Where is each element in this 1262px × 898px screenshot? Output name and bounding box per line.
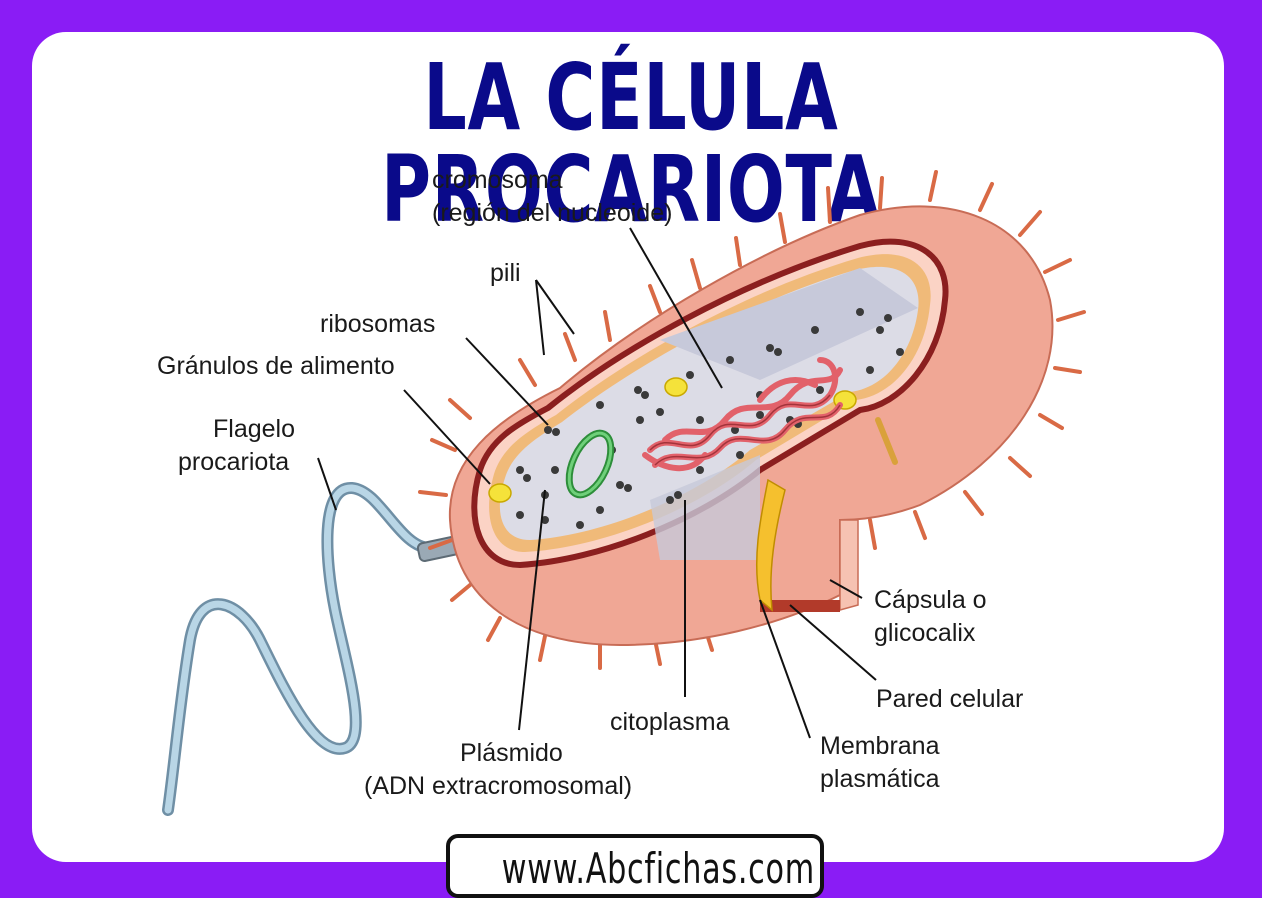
ribosomes	[516, 308, 904, 529]
pointer-lines	[317, 227, 877, 739]
page-title: LA CÉLULA PROCARIOTA	[381, 44, 881, 243]
chromosome-outline	[649, 394, 841, 466]
label-ribosomas: ribosomas	[320, 310, 436, 338]
website-footer: www.Abcfichas.com	[446, 834, 824, 898]
label-glicocalix: glicocalix	[874, 619, 976, 647]
label-plasmatica: plasmática	[820, 765, 940, 793]
label-capsula: Cápsula o	[874, 586, 987, 614]
label-cromosoma: cromosoma	[432, 166, 563, 194]
label-pared: Pared celular	[876, 685, 1024, 713]
label-flagelo: Flagelo	[213, 415, 295, 443]
label-citoplasma: citoplasma	[610, 708, 730, 736]
flagellum	[162, 482, 504, 816]
website-url: www.Abcfichas.com	[501, 844, 815, 893]
label-membrana: Membrana	[820, 732, 940, 760]
plasmid	[565, 429, 615, 499]
label-adn: (ADN extracromosomal)	[364, 772, 633, 800]
glycocalyx-layer	[755, 478, 786, 612]
membrane-fold	[875, 417, 898, 465]
pili	[418, 170, 1086, 670]
label-plasmido: Plásmido	[460, 739, 563, 767]
label-nucleoide: (región del nucleoide)	[432, 199, 673, 227]
label-pili: pili	[490, 259, 521, 287]
label-granulos: Gránulos de alimento	[157, 352, 395, 380]
label-procariota: procariota	[178, 448, 290, 476]
